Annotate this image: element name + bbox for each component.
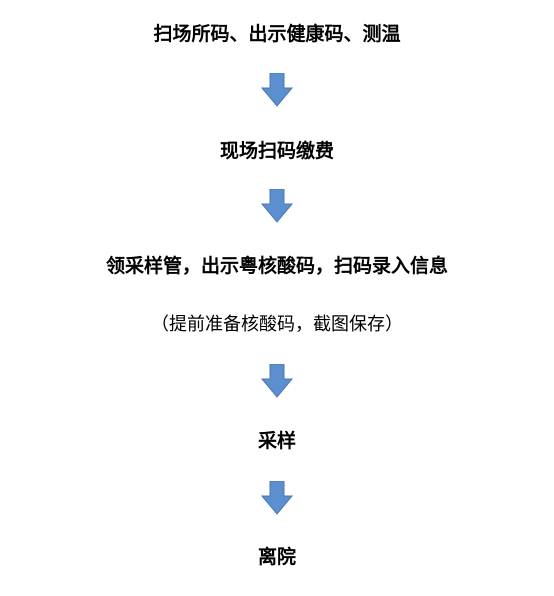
step-collect-tube: 领采样管，出示粤核酸码，扫码录入信息 bbox=[105, 255, 448, 277]
arrow-down-icon bbox=[261, 189, 293, 223]
step-scan-venue-code: 扫场所码、出示健康码、测温 bbox=[153, 23, 401, 45]
step-leave-hospital: 离院 bbox=[257, 546, 296, 568]
arrow-down-icon bbox=[261, 73, 293, 107]
arrow-down-icon bbox=[261, 364, 293, 398]
step-note-prepare-code: （提前准备核酸码，截图保存） bbox=[151, 314, 403, 335]
step-scan-payment: 现场扫码缴费 bbox=[219, 140, 334, 162]
arrow-down-icon bbox=[261, 481, 293, 515]
step-sampling: 采样 bbox=[257, 430, 296, 452]
